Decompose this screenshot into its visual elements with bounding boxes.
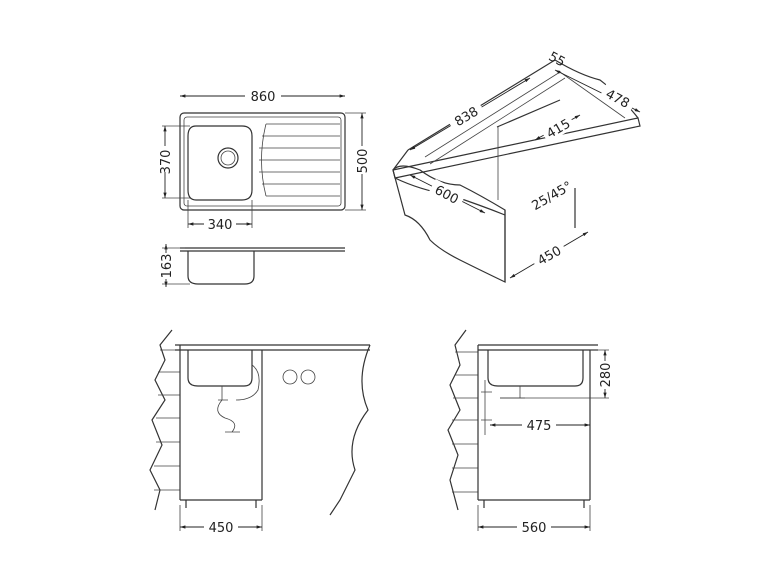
dim-280: 280 <box>599 363 614 388</box>
front-installation-view: 450 <box>149 329 371 536</box>
outlet-icon <box>300 369 316 385</box>
bowl-outline <box>187 125 253 201</box>
isometric-view: 838 478 55 415 600 25/45° 450 <box>392 49 641 283</box>
dim-475: 475 <box>527 419 552 434</box>
drainer-ribs <box>259 123 340 197</box>
dim-25-45: 25/45° <box>529 179 575 214</box>
top-view: 860 370 500 340 <box>158 88 371 233</box>
dim-500: 500 <box>356 149 371 174</box>
dim-340: 340 <box>208 218 233 233</box>
side-installation-view: 280 475 560 <box>447 329 614 536</box>
drain-icon <box>217 147 239 169</box>
dim-55: 55 <box>546 49 568 70</box>
dim-163: 163 <box>160 254 175 279</box>
outlet-icon <box>282 369 298 385</box>
side-view: 163 <box>159 244 345 287</box>
dim-860: 860 <box>251 90 276 105</box>
dim-560: 560 <box>522 521 547 536</box>
dim-370: 370 <box>159 150 174 175</box>
dim-450-front: 450 <box>209 521 234 536</box>
